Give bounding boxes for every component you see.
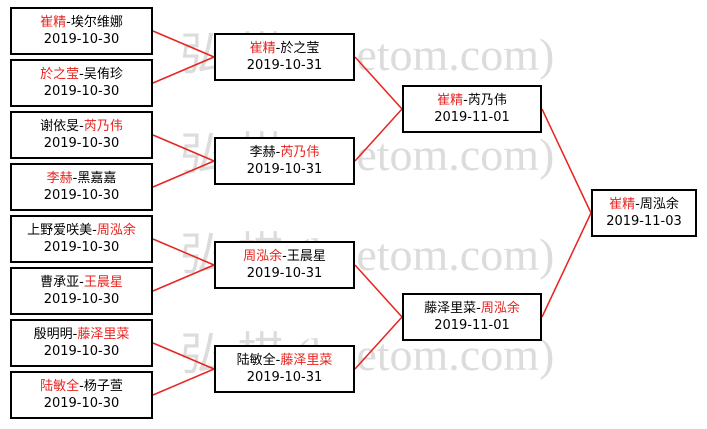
match-players: 殷明明-藤泽里菜: [33, 327, 130, 342]
match-date: 2019-10-31: [246, 162, 323, 177]
bracket-connector: [541, 212, 592, 318]
bracket-connector: [354, 316, 403, 370]
player-name: 埃尔维娜: [70, 15, 123, 30]
match-box: 谢依旻-芮乃伟 2019-10-30: [10, 111, 153, 159]
match-date: 2019-11-01: [434, 110, 510, 125]
player-name: 藤泽里菜: [424, 301, 477, 316]
match-date: 2019-10-31: [246, 370, 323, 385]
match-players: 崔精-於之莹: [249, 41, 320, 56]
player-name: 於之莹: [40, 67, 80, 82]
player-name: 陆敏全: [40, 379, 80, 394]
player-name: 杨子萱: [83, 379, 123, 394]
match-date: 2019-10-31: [246, 266, 323, 281]
match-box: 於之莹-吴侑珍 2019-10-30: [10, 59, 153, 107]
player-name: 黑嘉嘉: [77, 171, 117, 186]
bracket-connector: [541, 108, 592, 214]
match-box: 崔精-埃尔维娜 2019-10-30: [10, 7, 153, 55]
bracket-connector: [152, 238, 215, 266]
match-box: 周泓余-王晨星 2019-10-31: [214, 241, 355, 289]
player-name: 曹承亚: [40, 275, 80, 290]
player-name: 上野爱咲美: [27, 223, 93, 238]
match-players: 上野爱咲美-周泓余: [27, 223, 136, 238]
player-name: 崔精: [249, 41, 276, 56]
bracket-connector: [354, 264, 403, 318]
match-box: 李赫-黑嘉嘉 2019-10-30: [10, 163, 153, 211]
match-players: 曹承亚-王晨星: [40, 275, 123, 290]
player-name: 於之莹: [280, 41, 320, 56]
match-box: 上野爱咲美-周泓余 2019-10-30: [10, 215, 153, 263]
match-box: 陆敏全-杨子萱 2019-10-30: [10, 371, 153, 419]
match-box: 崔精-周泓余 2019-11-03: [591, 189, 697, 237]
match-box: 殷明明-藤泽里菜 2019-10-30: [10, 319, 153, 367]
player-name: 崔精: [609, 197, 636, 212]
player-name: 芮乃伟: [280, 145, 320, 160]
bracket-connector: [152, 368, 215, 396]
match-box: 崔精-於之莹 2019-10-31: [214, 33, 355, 81]
match-box: 李赫-芮乃伟 2019-10-31: [214, 137, 355, 185]
match-date: 2019-10-30: [43, 344, 120, 359]
player-name: 王晨星: [286, 249, 326, 264]
match-date: 2019-10-31: [246, 58, 323, 73]
bracket-connector: [354, 56, 403, 110]
match-players: 陆敏全-杨子萱: [40, 379, 123, 394]
match-players: 李赫-黑嘉嘉: [46, 171, 117, 186]
match-date: 2019-10-30: [43, 84, 120, 99]
match-players: 崔精-周泓余: [609, 197, 679, 212]
player-name: 芮乃伟: [467, 93, 507, 108]
match-players: 藤泽里菜-周泓余: [424, 301, 520, 316]
player-name: 周泓余: [243, 249, 283, 264]
match-box: 崔精-芮乃伟 2019-11-01: [402, 85, 542, 133]
match-date: 2019-10-30: [43, 32, 120, 47]
match-players: 陆敏全-藤泽里菜: [236, 353, 333, 368]
match-box: 藤泽里菜-周泓余 2019-11-01: [402, 293, 542, 341]
match-date: 2019-10-30: [43, 396, 120, 411]
bracket-connector: [354, 108, 403, 162]
match-players: 谢依旻-芮乃伟: [40, 119, 123, 134]
bracket-connector: [152, 342, 215, 370]
player-name: 崔精: [40, 15, 67, 30]
bracket-connector: [152, 134, 215, 162]
match-players: 崔精-埃尔维娜: [40, 15, 123, 30]
player-name: 吴侑珍: [83, 67, 123, 82]
bracket-connector: [152, 56, 215, 84]
player-name: 周泓余: [96, 223, 136, 238]
bracket-connector: [152, 160, 215, 188]
player-name: 王晨星: [83, 275, 123, 290]
match-box: 陆敏全-藤泽里菜 2019-10-31: [214, 345, 355, 393]
player-name: 李赫: [249, 145, 276, 160]
match-players: 李赫-芮乃伟: [249, 145, 320, 160]
player-name: 周泓余: [480, 301, 520, 316]
match-date: 2019-11-03: [606, 214, 682, 229]
player-name: 李赫: [46, 171, 73, 186]
match-players: 周泓余-王晨星: [243, 249, 326, 264]
player-name: 崔精: [437, 93, 464, 108]
match-date: 2019-10-30: [43, 188, 120, 203]
match-date: 2019-10-30: [43, 292, 120, 307]
player-name: 谢依旻: [40, 119, 80, 134]
player-name: 藤泽里菜: [77, 327, 130, 342]
player-name: 芮乃伟: [83, 119, 123, 134]
player-name: 藤泽里菜: [280, 353, 333, 368]
match-date: 2019-10-30: [43, 240, 120, 255]
bracket-connector: [152, 264, 215, 292]
match-date: 2019-11-01: [434, 318, 510, 333]
match-box: 曹承亚-王晨星 2019-10-30: [10, 267, 153, 315]
player-name: 周泓余: [639, 197, 679, 212]
player-name: 殷明明: [33, 327, 73, 342]
player-name: 陆敏全: [236, 353, 276, 368]
bracket-connector: [152, 30, 215, 58]
match-date: 2019-10-30: [43, 136, 120, 151]
match-players: 崔精-芮乃伟: [437, 93, 507, 108]
match-players: 於之莹-吴侑珍: [40, 67, 123, 82]
